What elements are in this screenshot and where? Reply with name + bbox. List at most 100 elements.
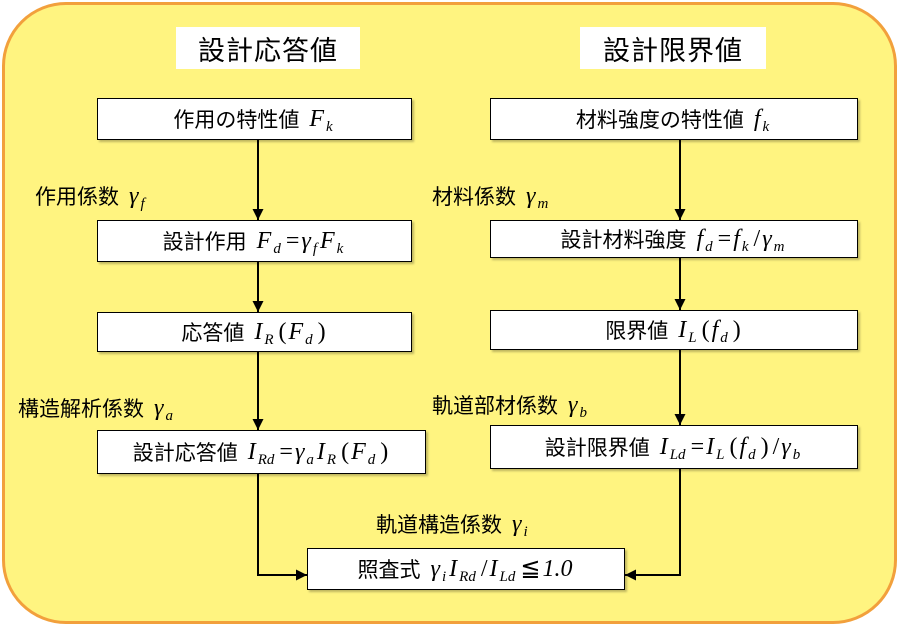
formula-subscript: a [165,408,173,424]
formula-subscript: k [762,119,770,135]
box-label: 材料強度の特性値 [575,108,744,132]
formula-subscript: d [720,330,728,346]
formula-operator: ) [760,434,769,460]
formula-operator: / [753,226,761,252]
formula-variable: f [753,106,761,132]
formula-operator: ≦ [520,556,541,582]
formula-subscript: d [273,241,281,257]
formula-subscript: f [312,241,317,257]
formula-operator: ) [380,439,389,465]
formula-subscript: d [748,447,756,463]
box-label: 設計応答値 [132,441,238,465]
formula-variable: f [739,434,747,460]
formula-variable: F [320,228,335,254]
formula-subscript: k [326,119,333,135]
formula-subscript: Ld [499,569,516,585]
formula-variable: I [659,434,668,460]
formula-operator: / [480,556,488,582]
formula-operator: ( [278,319,287,345]
formula-variable: I [489,556,498,582]
header-design-limit-value: 設計限界値 [580,27,766,69]
formula-operator: = [279,439,293,465]
formula-variable: γ [154,395,164,421]
formula-variable: F [288,319,304,345]
formula-variable: F [256,228,272,254]
formula-subscript: Rd [459,569,476,585]
formula-subscript: d [367,452,376,468]
box-label: 限界値 [605,319,669,343]
header-design-response-value: 設計応答値 [176,27,360,69]
factor-label: 材料係数 [432,185,516,209]
formula-subscript: R [264,332,274,348]
formula-operator: ( [341,439,350,465]
formula-variable: I [247,439,256,465]
factor-label: 構造解析係数 [18,397,144,421]
formula-variable: γ [568,392,578,418]
box-label: 設計限界値 [544,436,650,460]
formula-variable: f [711,317,719,343]
formula-variable: γ [781,434,791,460]
box-label: 照査式 [357,558,421,582]
formula-subscript: Rd [257,452,275,468]
formula-variable: I [678,317,687,343]
formula-operator: ) [732,317,741,343]
formula-variable: f [696,226,704,252]
formula-variable: I [254,319,263,345]
formula-subscript: f [140,196,145,212]
box-label: 設計材料強度 [560,228,687,252]
formula-subscript: b [792,447,801,463]
formula-variable: γ [129,183,139,209]
factor-label: 作用係数 [35,185,119,209]
box-label: 作用の特性値 [173,108,300,132]
formula-operator: / [772,434,780,460]
factor-label: 軌道部材係数 [432,394,558,418]
formula-variable: γ [294,439,305,465]
formula-operator: ( [701,317,710,343]
formula-subscript: L [716,447,725,463]
formula-subscript: L [688,330,697,346]
arrow-design-limit-to-check [625,469,681,581]
formula-subscript: i [442,569,447,585]
formula-subscript: d [705,239,713,255]
formula-operator: ) [317,319,326,345]
formula-subscript: m [773,239,785,255]
formula-operator: = [690,434,705,460]
formula-variable: 1.0 [542,556,573,582]
formula-variable: I [449,556,458,582]
formula-subscript: k [336,241,344,257]
formula-subscript: b [579,405,587,421]
formula-subscript: R [326,452,337,468]
formula-variable: I [706,434,715,460]
formula-subscript: m [537,196,549,212]
formula-subscript: i [523,524,528,540]
formula-variable: γ [512,511,522,537]
box-label: 設計作用 [162,230,247,254]
formula-variable: γ [762,226,772,252]
factor-label: 軌道構造係数 [376,513,502,537]
